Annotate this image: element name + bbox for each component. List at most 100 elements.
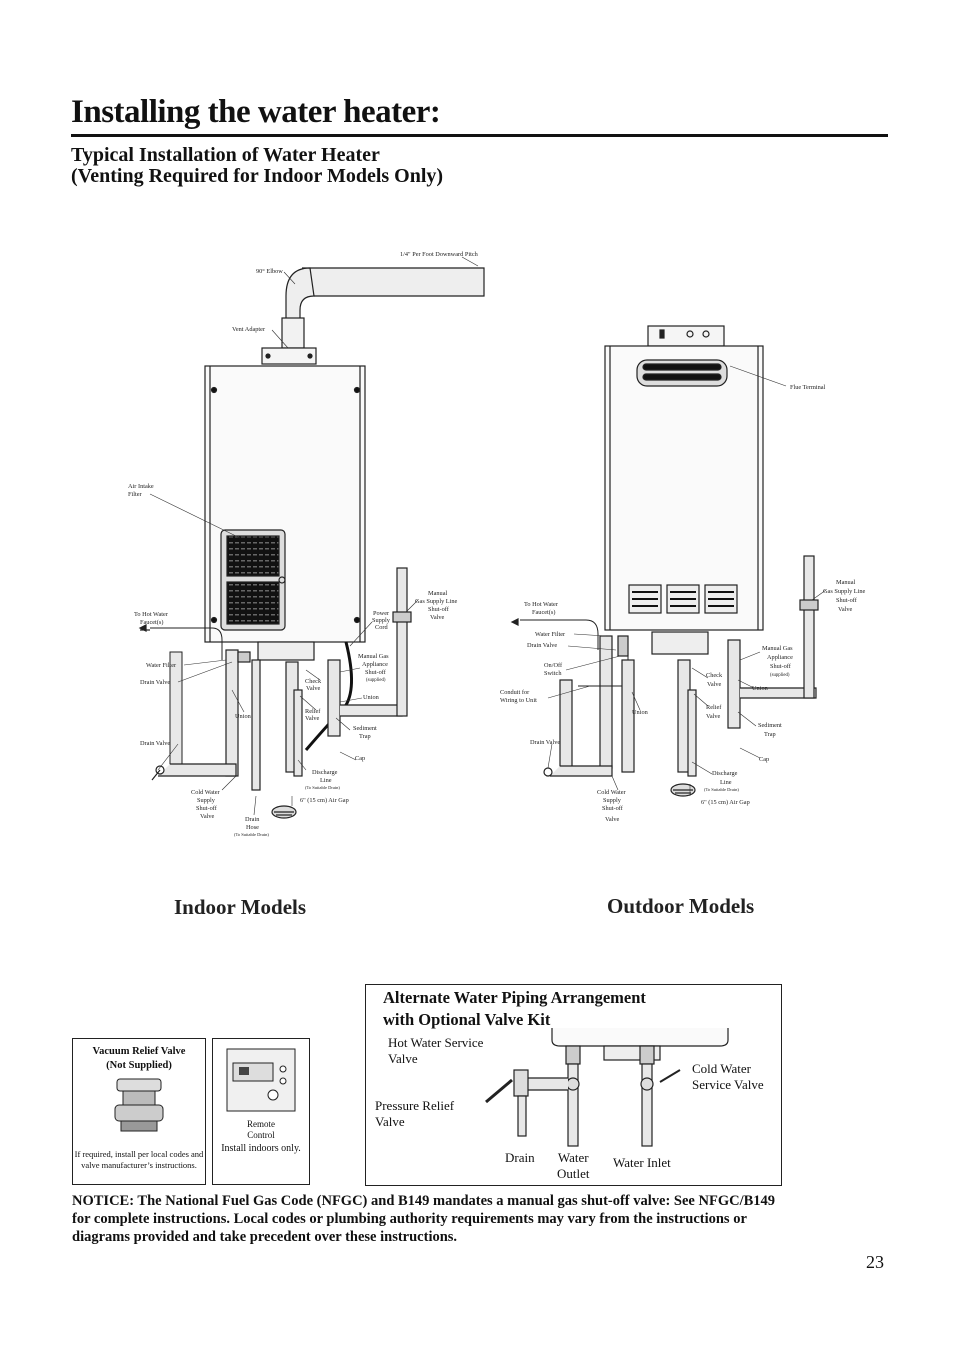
label-discharge-2: Line [720,779,732,786]
label-sediment-2: Trap [359,733,371,740]
label-union-1: Union [632,709,649,716]
vacuum-relief-title: Vacuum Relief Valve (Not Supplied) [73,1045,205,1073]
notice-text: NOTICE: The National Fuel Gas Code (NFGC… [72,1193,776,1245]
label-cold-1: Cold Water [191,789,220,796]
cold-service-line-2: Service Valve [692,1077,764,1092]
label-appl-1: Manual Gas [762,645,793,652]
label-elbow: 90° Elbow [256,268,283,275]
label-air-intake-2: Filter [128,491,143,498]
label-conduit-1: Conduit for [500,689,530,696]
page-subtitle: Typical Installation of Water Heater (Ve… [71,145,443,187]
title-rule [71,134,888,137]
label-drain-hose-2: Hose [246,824,259,831]
label-gasline-4: Valve [838,606,853,613]
label-check-1: Check [706,672,723,679]
page-number: 23 [866,1252,884,1272]
label-water-outlet: Water Outlet [557,1150,590,1182]
label-union-2: Union [752,685,769,692]
subtitle-line-1: Typical Installation of Water Heater [71,144,380,166]
indoor-heading: Indoor Models [174,895,306,919]
label-relief-2: Valve [305,715,320,722]
label-power-1: Power [373,610,390,617]
vacuum-title-line-2: (Not Supplied) [106,1060,172,1071]
label-cap: Cap [759,756,769,763]
label-discharge-3: (To Suitable Drain) [704,787,739,792]
label-gasline-2: Gas Supply Line [415,598,458,605]
cold-service-line-1: Cold Water [692,1061,752,1076]
label-water-inlet: Water Inlet [613,1155,671,1170]
label-power-2: Supply [372,617,391,624]
label-hot-2: Faucet(s) [140,619,163,626]
label-gasline-4: Valve [430,614,445,621]
pressure-relief-line-1: Pressure Relief [375,1098,455,1113]
label-power-3: Cord [375,624,388,631]
label-gasline-1: Manual [836,579,855,586]
indoor-labels: 1/4" Per Foot Downward Pitch 90° Elbow V… [128,251,479,837]
label-relief-1: Relief [305,708,321,715]
hot-service-line-1: Hot Water Service [388,1035,484,1050]
alt-title-line-1: Alternate Water Piping Arrangement [383,988,646,1007]
remote-label-line-1: Remote [247,1119,275,1129]
label-discharge-1: Discharge [712,770,738,777]
label-check-1: Check [305,678,322,685]
label-appl-3: Shut-off [770,663,792,670]
label-drain: Drain [505,1150,535,1165]
label-water-filter: Water Filter [146,662,177,669]
alt-piping-title: Alternate Water Piping Arrangement with … [383,987,646,1031]
label-discharge-1: Discharge [312,769,338,776]
label-gasline-1: Manual [428,590,447,597]
hot-service-line-2: Valve [388,1051,418,1066]
label-onoff-1: On/Off [544,662,563,669]
label-water-filter: Water Filter [535,631,566,638]
label-relief-2: Valve [706,713,721,720]
alt-title-line-2: with Optional Valve Kit [383,1010,551,1029]
outdoor-labels: Flue Terminal To Hot Water Faucet(s) Wat… [500,384,866,823]
remote-control-image [226,1048,296,1112]
label-drain-valve-1: Drain Valve [527,642,557,649]
label-onoff-2: Switch [544,670,562,677]
label-union-1: Union [235,713,252,720]
label-union-2: Union [363,694,380,701]
indoor-diagram [138,267,485,819]
vacuum-relief-box: Vacuum Relief Valve (Not Supplied) If re… [72,1038,206,1185]
label-drain-valve-2: Drain Valve [530,739,560,746]
label-drain-valve-2: Drain Valve [140,740,170,747]
label-appl-2: Appliance [362,661,388,668]
label-hot-2: Faucet(s) [532,609,555,616]
label-cold-3: Shut-off [196,805,218,812]
page-title: Installing the water heater: [71,94,441,130]
label-cold-2: Supply [603,797,622,804]
label-hot-1: To Hot Water [134,611,169,618]
label-gasline-3: Shut-off [428,606,450,613]
label-appl-4: (supplied) [770,673,790,678]
label-cap: Cap [355,755,365,762]
water-outlet-line-2: Outlet [557,1166,590,1181]
label-cold-water-service-valve: Cold Water Service Valve [692,1061,764,1093]
label-appl-3: Shut-off [365,669,387,676]
remote-control-box: Remote Control Install indoors only. [212,1038,310,1185]
label-sediment-1: Sediment [758,722,782,729]
label-vent-adapter: Vent Adapter [232,326,266,333]
label-check-2: Valve [306,685,321,692]
label-gasline-2: Gas Supply Line [823,588,866,595]
outdoor-heading: Outdoor Models [607,894,754,918]
label-air-intake-1: Air Intake [128,483,154,490]
label-hot-water-service-valve: Hot Water Service Valve [388,1035,483,1067]
label-airgap: 6" (15 cm) Air Gap [300,797,349,804]
subtitle-line-2: (Venting Required for Indoor Models Only… [71,165,444,187]
pressure-relief-line-2: Valve [375,1114,405,1129]
label-cold-4: Valve [200,813,215,820]
label-check-2: Valve [707,681,722,688]
label-drain-hose-1: Drain [245,816,260,823]
label-flue: Flue Terminal [790,384,826,391]
label-conduit-2: Wiring to Unit [500,697,537,704]
label-drain-valve-1: Drain Valve [140,679,170,686]
remote-label-line-2: Control [247,1129,275,1140]
label-relief-1: Relief [706,704,722,711]
label-discharge-2: Line [320,777,332,784]
label-sediment-1: Sediment [353,725,377,732]
alt-piping-diagram [485,1028,729,1147]
label-cold-3: Shut-off [602,805,624,812]
label-discharge-3: (To Suitable Drain) [305,785,340,790]
label-hot-1: To Hot Water [524,601,559,608]
